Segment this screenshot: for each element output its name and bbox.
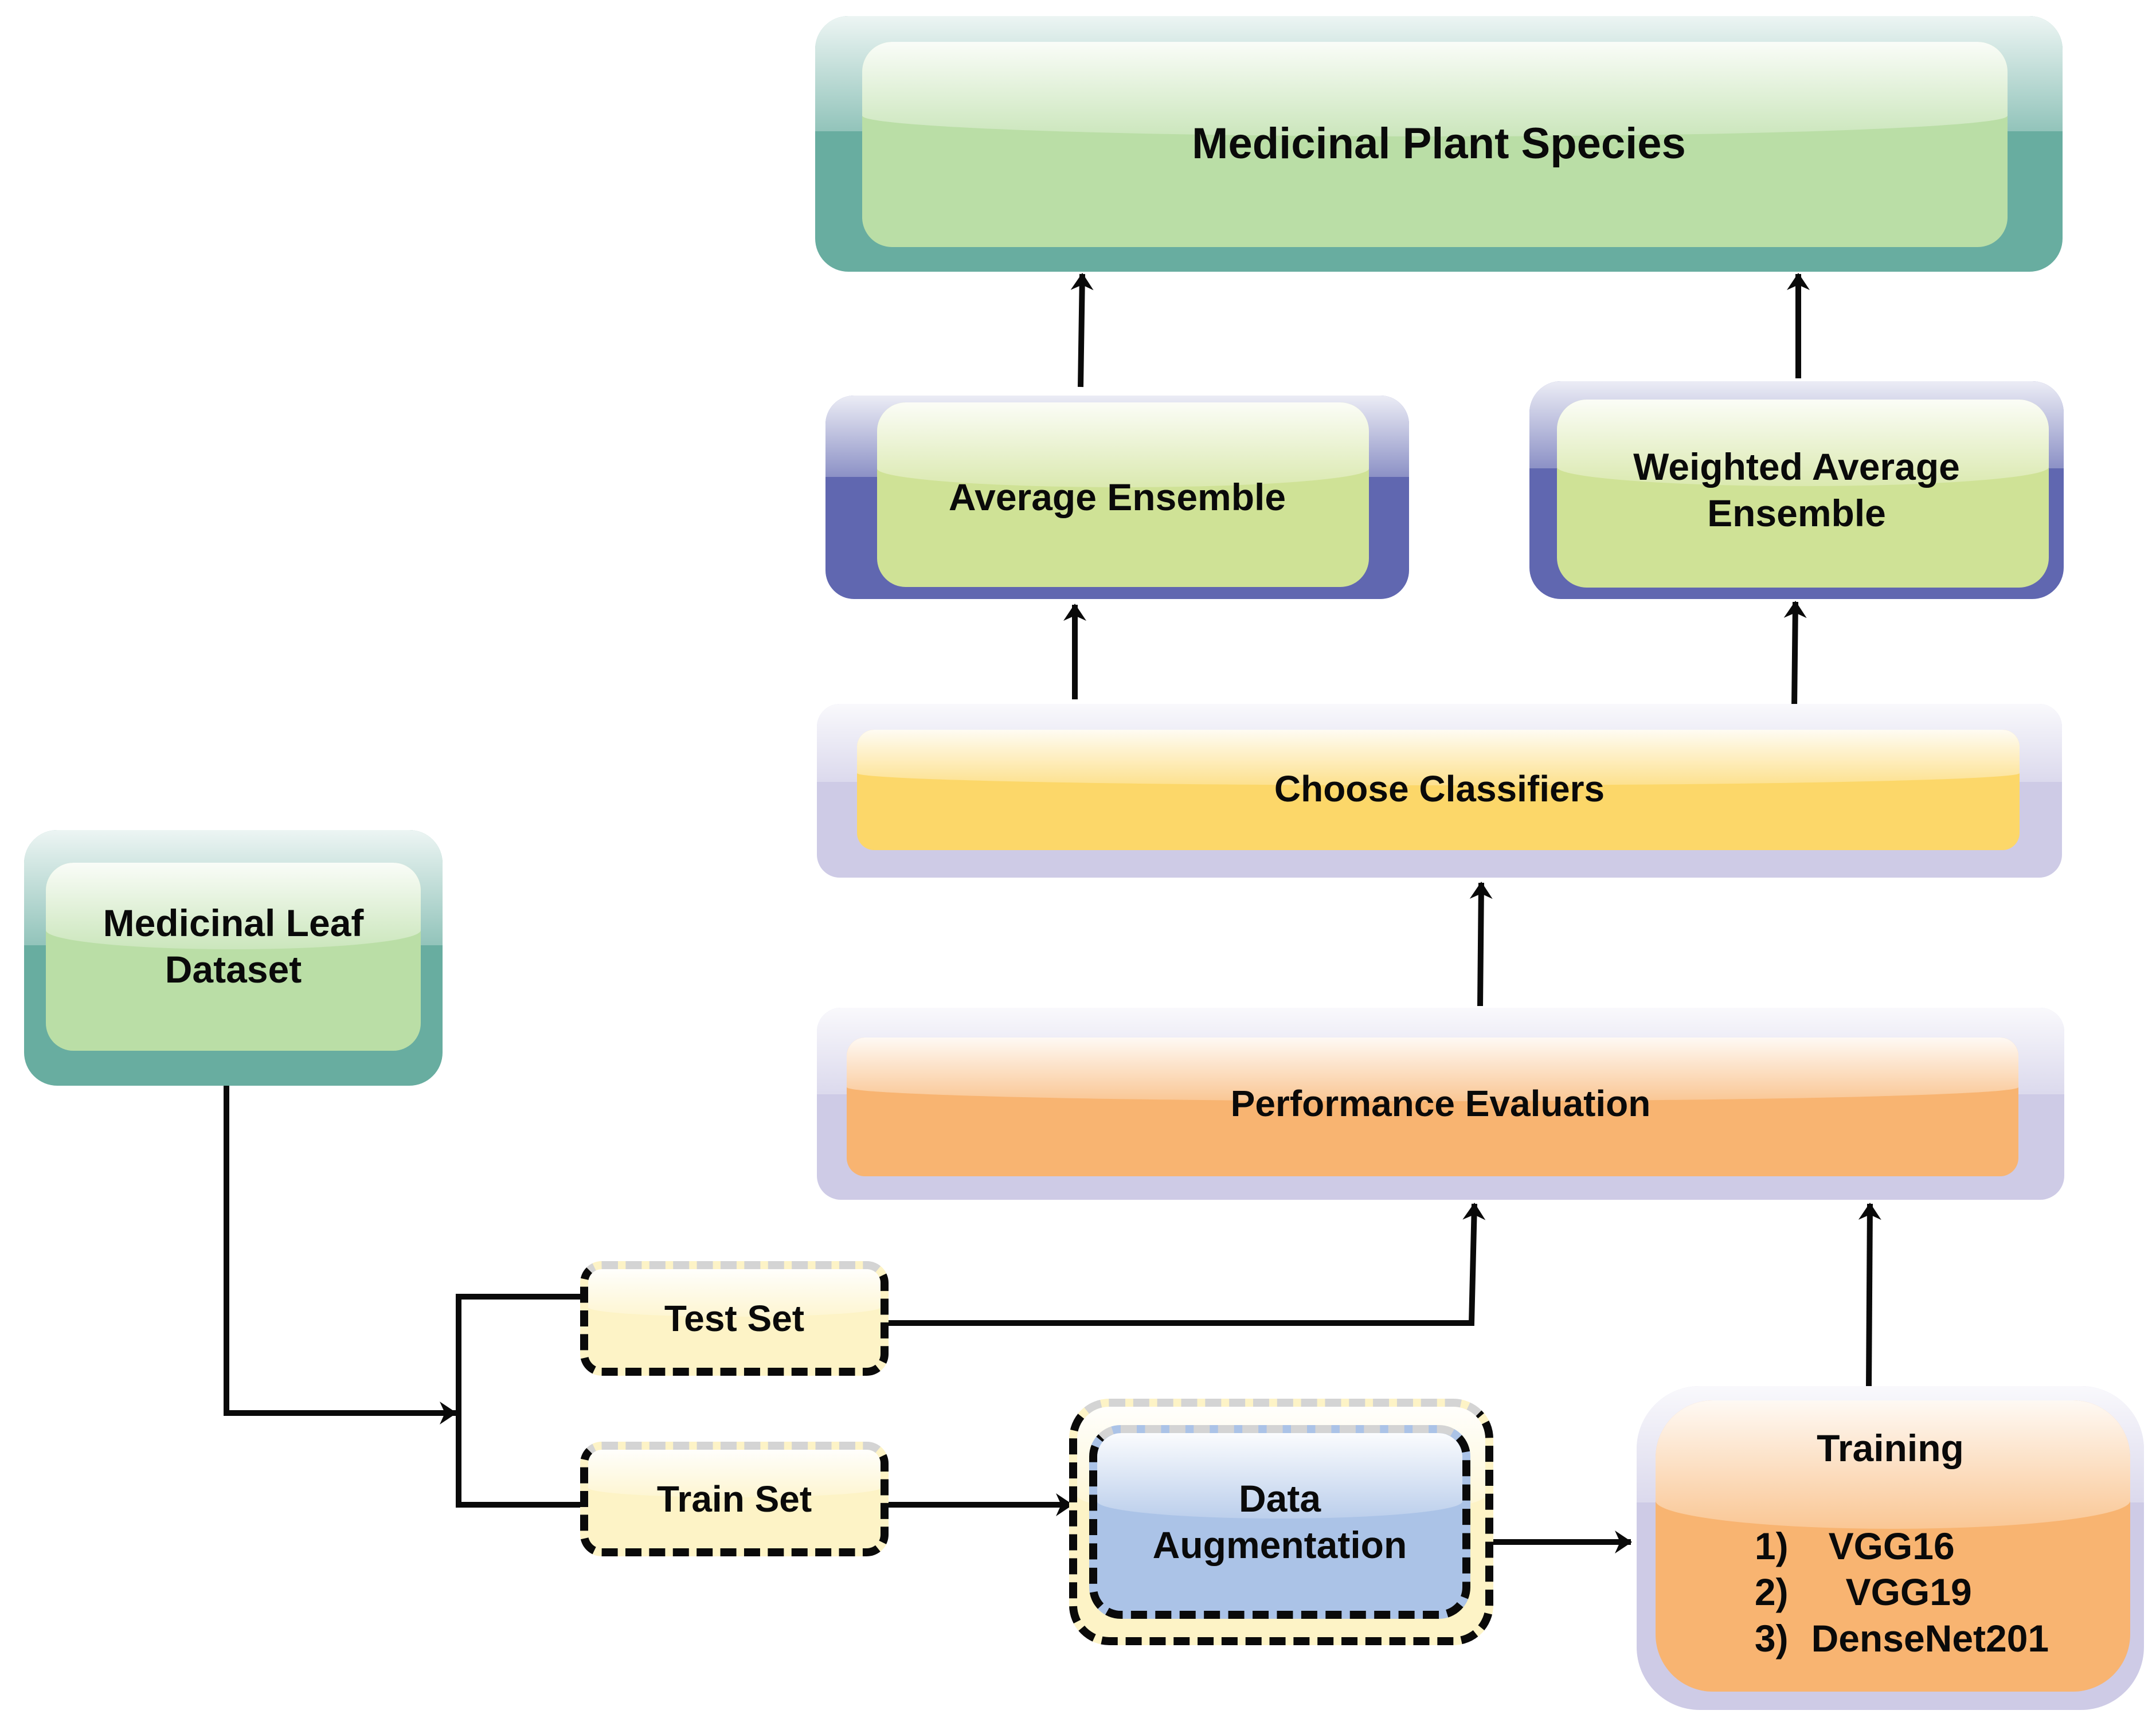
augmentation-label-line2: Augmentation	[1152, 1524, 1407, 1566]
node-test-set[interactable]: Test Set	[580, 1261, 889, 1376]
edge-split-test	[456, 1294, 582, 1505]
model-name-vgg16: VGG16	[1828, 1524, 1955, 1567]
train-set-label: Train Set	[656, 1478, 812, 1520]
model-name-vgg19: VGG19	[1845, 1571, 1972, 1614]
model-number: 1)	[1754, 1524, 1789, 1567]
node-average-ensemble[interactable]: Average Ensemble	[825, 396, 1409, 599]
model-number: 3)	[1754, 1617, 1789, 1660]
choose-classifiers-label: Choose Classifiers	[1274, 768, 1605, 810]
test-set-label: Test Set	[664, 1297, 805, 1339]
training-title: Training	[1817, 1427, 1964, 1469]
edge-training-perf	[1858, 1203, 1881, 1388]
node-train-set[interactable]: Train Set	[580, 1442, 889, 1556]
weighted-ensemble-label-line1: Weighted Average	[1633, 445, 1960, 488]
training-model-list: 1) VGG16 2) VGG19 3) DenseNet201	[1755, 1523, 2049, 1662]
node-performance-evaluation[interactable]: Performance Evaluation	[817, 1008, 2064, 1200]
edge-avg-species	[1070, 273, 1094, 388]
dataset-label-line2: Dataset	[165, 948, 302, 991]
node-medicinal-leaf-dataset[interactable]: Medicinal Leaf Dataset	[24, 830, 443, 1086]
performance-evaluation-label: Performance Evaluation	[1230, 1083, 1651, 1125]
dataset-label-line1: Medicinal Leaf	[103, 902, 364, 945]
edge-perf-choose	[1469, 882, 1493, 1007]
node-training[interactable]: Training 1) VGG16 2) VGG19 3) DenseNet20…	[1637, 1386, 2144, 1710]
node-data-augmentation[interactable]: Data Augmentation	[1089, 1425, 1470, 1619]
node-medicinal-plant-species[interactable]: Medicinal Plant Species	[815, 16, 2063, 272]
species-label: Medicinal Plant Species	[1192, 119, 1686, 168]
edge-choose-weighted	[1783, 601, 1807, 709]
model-number: 2)	[1754, 1571, 1789, 1614]
edge-dataset-split	[224, 1083, 457, 1424]
average-ensemble-label: Average Ensemble	[948, 476, 1286, 519]
node-weighted-average-ensemble[interactable]: Weighted Average Ensemble	[1529, 381, 2064, 599]
edge-test-perf	[886, 1203, 1486, 1326]
weighted-ensemble-label-line2: Ensemble	[1707, 492, 1886, 534]
node-choose-classifiers[interactable]: Choose Classifiers	[817, 704, 2062, 878]
model-name-densenet201: DenseNet201	[1811, 1617, 2049, 1660]
augmentation-label-line1: Data	[1238, 1477, 1321, 1520]
